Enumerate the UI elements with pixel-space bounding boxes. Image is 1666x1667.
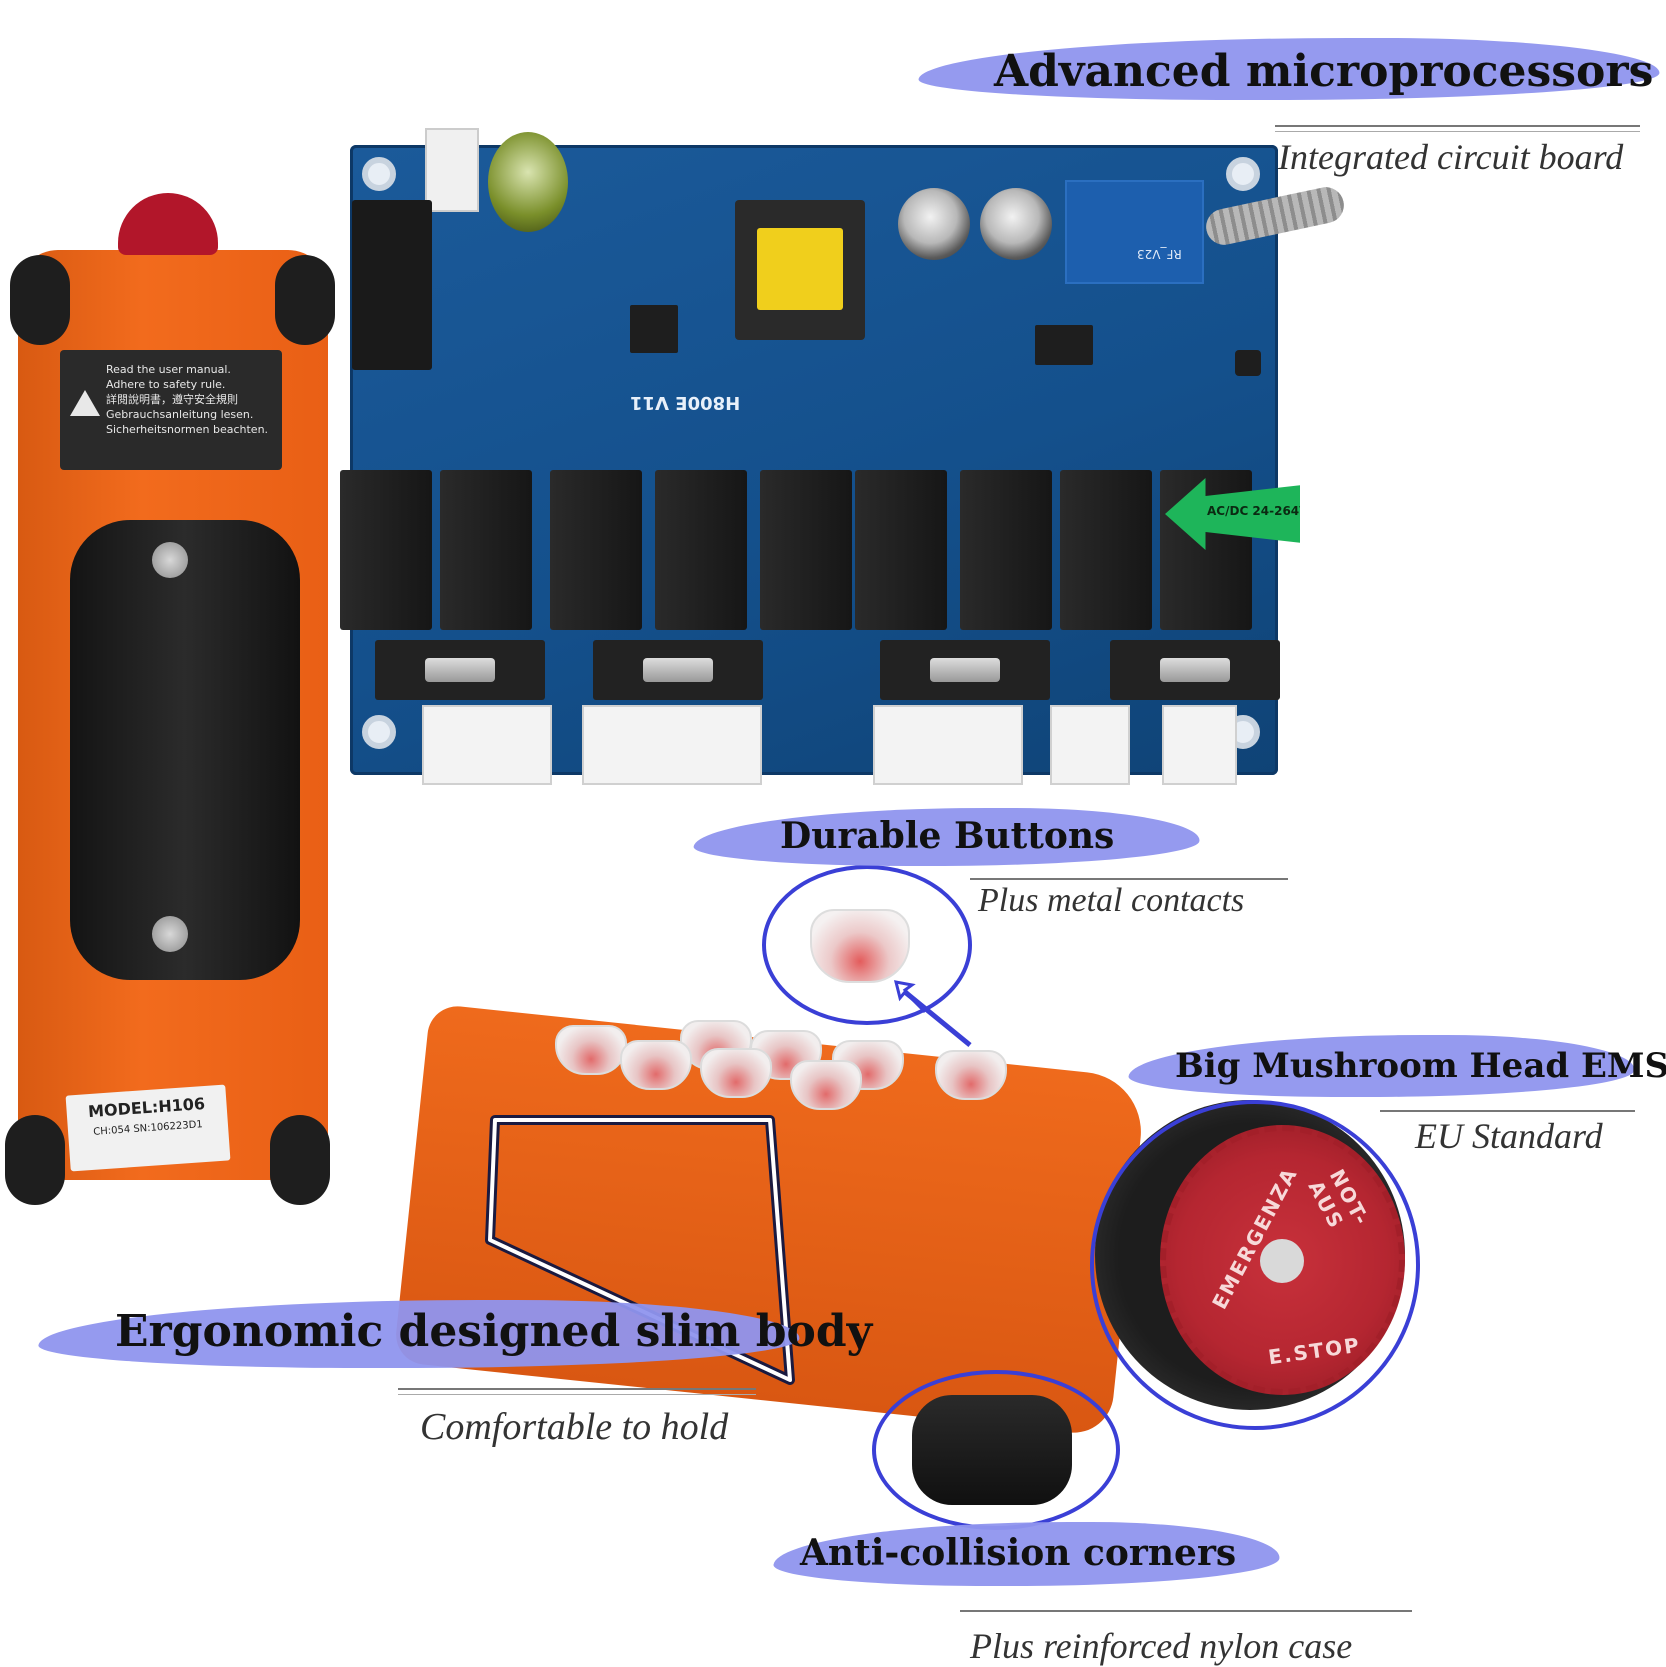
- corner-bumper: [270, 1115, 330, 1205]
- warning-line: 詳閱說明書，遵守安全規則: [106, 393, 238, 406]
- warning-icon: [70, 390, 100, 416]
- feature-subtitle-mushroom: EU Standard: [1415, 1116, 1603, 1156]
- feature-title-microprocessors: Advanced microprocessors: [994, 46, 1654, 97]
- push-button: [935, 1050, 1007, 1100]
- divider: [398, 1394, 756, 1395]
- divider: [1275, 131, 1640, 132]
- arrow-shaft: [903, 990, 972, 1047]
- divider: [1380, 1110, 1635, 1112]
- transformer: [735, 200, 865, 340]
- warning-line: Gebrauchsanleitung lesen.: [106, 408, 254, 421]
- feature-subtitle-microprocessors: Integrated circuit board: [1278, 137, 1624, 177]
- divider: [1275, 125, 1640, 127]
- relay: [760, 470, 852, 630]
- capacitor: [898, 188, 970, 260]
- power-connector: [425, 128, 479, 212]
- button-closeup: [810, 909, 910, 983]
- fuse-holder: [593, 640, 763, 700]
- push-button: [620, 1040, 692, 1090]
- feature-subtitle-corners: Plus reinforced nylon case: [970, 1626, 1353, 1666]
- feature-title-mushroom: Big Mushroom Head EMS: [1175, 1046, 1666, 1086]
- chip: [630, 305, 678, 353]
- body-outline-inner: [488, 1118, 792, 1382]
- wire-connector: [1050, 705, 1130, 785]
- feature-title-buttons: Durable Buttons: [780, 815, 1115, 857]
- reset-switch: [1235, 350, 1261, 376]
- push-button: [555, 1025, 627, 1075]
- push-button: [700, 1048, 772, 1098]
- corner-bumper: [5, 1115, 65, 1205]
- relay: [855, 470, 947, 630]
- button-highlight-circle: [762, 865, 972, 1025]
- mount-hole: [1226, 157, 1260, 191]
- fuse-holder: [375, 640, 545, 700]
- relay: [655, 470, 747, 630]
- fuse-holder: [880, 640, 1050, 700]
- fuse-holder: [1110, 640, 1280, 700]
- mount-hole: [362, 157, 396, 191]
- divider: [960, 1610, 1412, 1612]
- relay: [1060, 470, 1152, 630]
- wire-connector: [422, 705, 552, 785]
- relay: [440, 470, 532, 630]
- warning-line: Read the user manual. Adhere to safety r…: [106, 363, 231, 391]
- mount-hole: [362, 715, 396, 749]
- feature-title-corners: Anti-collision corners: [800, 1532, 1237, 1574]
- capacitor: [980, 188, 1052, 260]
- corner-bumper: [10, 255, 70, 345]
- estop-highlight-circle: [1090, 1100, 1420, 1430]
- transformer-coil: [757, 228, 843, 310]
- corner-bumper: [275, 255, 335, 345]
- relay: [960, 470, 1052, 630]
- divider: [970, 878, 1288, 880]
- electrolytic-capacitor: [488, 132, 568, 232]
- warning-line: Sicherheitsnormen beachten.: [106, 423, 269, 436]
- warning-label: Read the user manual. Adhere to safety r…: [60, 350, 282, 470]
- push-button: [790, 1060, 862, 1110]
- chip: [1035, 325, 1093, 365]
- screw-icon: [152, 916, 188, 952]
- screw-icon: [152, 542, 188, 578]
- wire-connector: [1162, 705, 1237, 785]
- wire-connector: [873, 705, 1023, 785]
- feature-title-ergonomic: Ergonomic designed slim body: [115, 1306, 873, 1357]
- voltage-label: AC/DC 24-264V: [1207, 504, 1309, 518]
- wire-connector: [582, 705, 762, 785]
- rf-module: RF_V23: [1065, 180, 1204, 284]
- divider: [398, 1388, 756, 1390]
- relay: [550, 470, 642, 630]
- feature-subtitle-ergonomic: Comfortable to hold: [420, 1406, 729, 1448]
- feature-subtitle-buttons: Plus metal contacts: [978, 882, 1245, 919]
- relay: [340, 470, 432, 630]
- terminal-block: [352, 200, 432, 370]
- rubber-grip: [70, 520, 300, 980]
